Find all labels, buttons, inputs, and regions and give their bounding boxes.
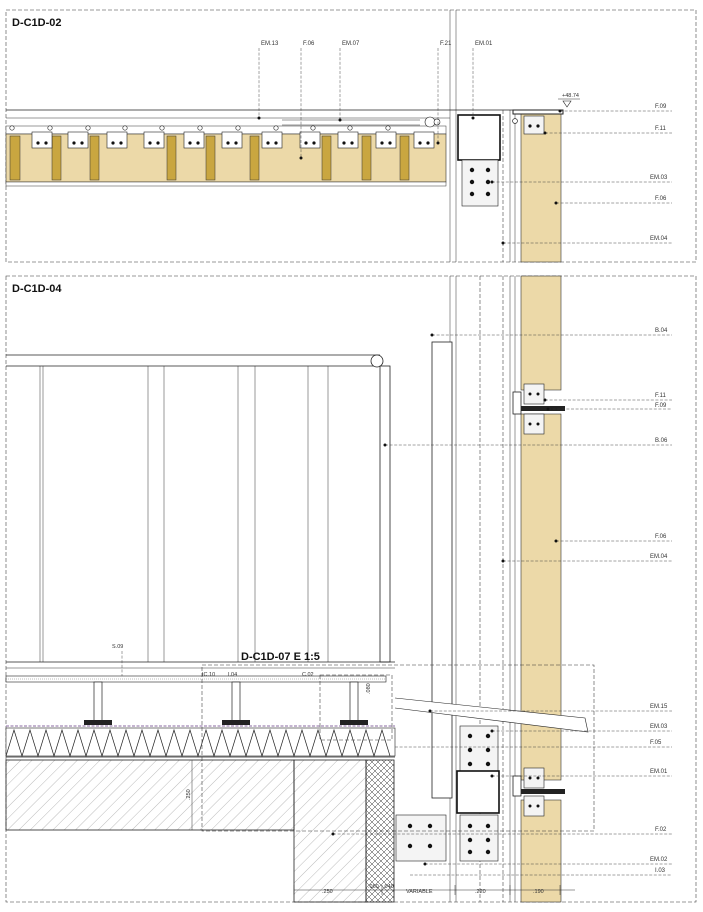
detail-bottom-d-c1d-04: D-C1D-04 xyxy=(5,275,697,903)
label-em-03-top: EM.03 xyxy=(650,175,668,181)
mullion xyxy=(431,341,453,799)
label-f-06-bottom: F.06 xyxy=(655,534,667,540)
detail-bottom-title: D-C1D-04 xyxy=(12,283,62,295)
callout-title: D-C1D-07 E 1:5 xyxy=(241,651,320,663)
label-ic-10: IC.10 xyxy=(202,672,215,678)
label-em-02: EM.02 xyxy=(650,857,668,863)
label-f-11-bottom: F.11 xyxy=(655,393,667,399)
label-em-04-bottom: EM.04 xyxy=(650,554,668,560)
connection-plate-lower xyxy=(459,814,499,862)
dim-080: .080 xyxy=(366,683,372,694)
wood-cladding-base xyxy=(520,799,562,903)
label-b-06: B.06 xyxy=(655,438,668,444)
detail-bottom-frame xyxy=(5,275,697,903)
label-f-11-top: F.11 xyxy=(655,126,667,132)
wood-cladding-upper xyxy=(520,275,562,391)
label-i-03: I.03 xyxy=(655,868,666,874)
label-em-04-top: EM.04 xyxy=(650,236,668,242)
label-f-06-top: F.06 xyxy=(303,41,315,47)
detail-top-title: D-C1D-02 xyxy=(12,17,62,29)
callout-frame xyxy=(201,664,595,832)
steel-box-section-top xyxy=(457,114,501,161)
label-em-03-bottom: EM.03 xyxy=(650,724,668,730)
label-c-02: C.02 xyxy=(302,672,314,678)
glass-balustrade xyxy=(6,354,391,663)
label-em-01-bottom: EM.01 xyxy=(650,769,668,775)
label-f-02: F.02 xyxy=(655,827,667,833)
dim-variable: VARIABLE xyxy=(406,889,433,895)
dim-220: .220 xyxy=(475,889,486,895)
label-em-01-top: EM.01 xyxy=(475,41,493,47)
dim-250-bottom: .250 xyxy=(322,889,333,895)
label-em-07: EM.07 xyxy=(342,41,360,47)
bottom-dimension-line xyxy=(293,885,575,895)
label-i-04: I.04 xyxy=(228,672,237,678)
label-b-04: B.04 xyxy=(655,328,668,334)
level-marker: +48.74 xyxy=(562,93,579,99)
connection-plate-upper xyxy=(459,725,499,777)
deck-clips-top xyxy=(5,116,447,187)
label-f-05: F.05 xyxy=(650,740,662,746)
flashing xyxy=(394,697,589,733)
steel-box-section-bottom xyxy=(456,770,500,814)
label-s-09: S.09 xyxy=(112,644,123,650)
label-em-13: EM.13 xyxy=(261,41,279,47)
embed-plate xyxy=(395,814,447,862)
label-em-15: EM.15 xyxy=(650,704,668,710)
dim-060: .060 xyxy=(368,884,379,890)
dim-040: .040 xyxy=(383,884,394,890)
label-f-21: F.21 xyxy=(440,41,452,47)
floor-assembly xyxy=(5,661,396,758)
dim-190: .190 xyxy=(533,889,544,895)
top-leaders xyxy=(258,48,474,158)
detail-top-d-c1d-02: D-C1D-02 xyxy=(5,9,697,263)
label-f-09-top: F.09 xyxy=(655,104,667,110)
dim-250-vertical: .250 xyxy=(186,789,192,800)
label-f-06-right: F.06 xyxy=(655,196,667,202)
label-f-09-bottom: F.09 xyxy=(655,403,667,409)
